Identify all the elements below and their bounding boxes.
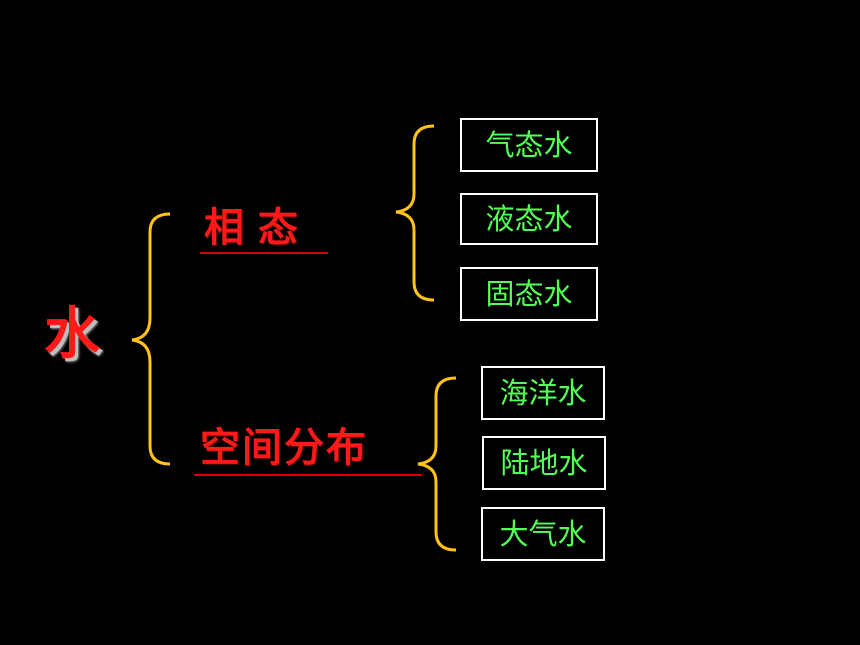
category-phase-underline [200,252,328,254]
leaf-gaseous-water: 气态水 [460,118,598,172]
leaf-ocean-water: 海洋水 [481,366,605,420]
distribution-brace [417,376,457,552]
category-distribution-underline [194,474,422,476]
leaf-land-water: 陆地水 [482,436,606,490]
leaf-solid-water: 固态水 [460,267,598,321]
category-phase-label: 相 态 [204,205,298,251]
root-brace [131,212,171,466]
category-distribution-label: 空间分布 [200,425,368,471]
leaf-liquid-water: 液态水 [460,193,598,245]
phase-brace [395,124,435,302]
root-label: 水 [44,302,100,367]
leaf-atmospheric-water: 大气水 [481,507,605,561]
